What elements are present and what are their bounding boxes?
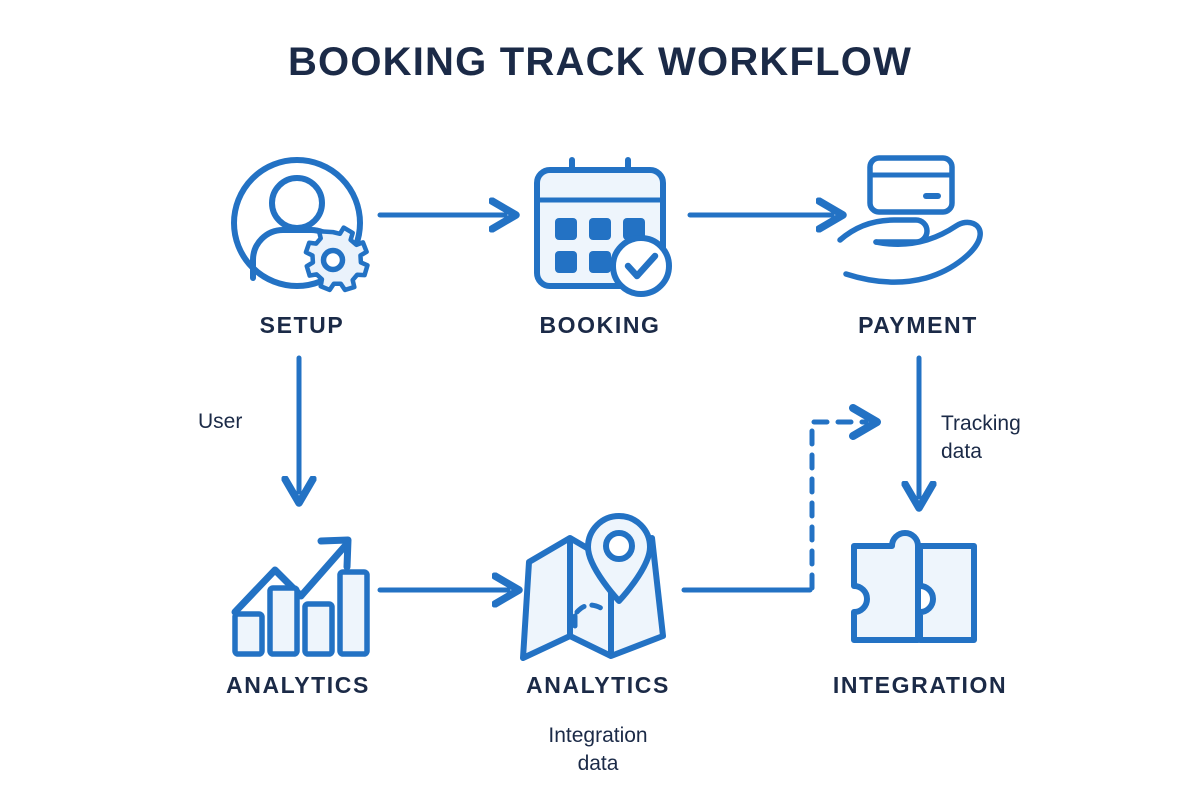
- node-label-integration: INTEGRATION: [832, 672, 1008, 698]
- edge-label-tracking-data-line2: data: [941, 440, 982, 464]
- caption-integration-data-line1: Integration: [548, 724, 648, 747]
- page-title: BOOKING TRACK WORKFLOW: [287, 40, 913, 84]
- edge-label-tracking-data: Tracking data: [941, 410, 1021, 467]
- puzzle-pieces-icon: [800, 508, 1040, 668]
- node-analytics[interactable]: ANALYTICS: [178, 508, 418, 699]
- edge-label-user: User: [198, 410, 243, 433]
- node-analytics-map[interactable]: ANALYTICS: [478, 508, 718, 699]
- node-booking[interactable]: BOOKING: [480, 148, 720, 339]
- edge-label-tracking-data-line1: Tracking: [941, 412, 1021, 435]
- calendar-check-icon: [480, 148, 720, 308]
- node-label-setup: SETUP: [259, 312, 345, 338]
- caption-integration-data: Integration data: [478, 722, 718, 779]
- node-payment[interactable]: PAYMENT: [798, 148, 1038, 339]
- node-label-booking: BOOKING: [539, 312, 661, 338]
- caption-integration-data-line2: data: [577, 752, 619, 776]
- map-pin-icon: [478, 508, 718, 668]
- user-gear-icon: [182, 148, 422, 308]
- node-label-analytics-map: ANALYTICS: [526, 672, 670, 698]
- node-label-analytics: ANALYTICS: [226, 672, 370, 698]
- card-hand-icon: [798, 148, 1038, 308]
- node-setup[interactable]: SETUP: [182, 148, 422, 339]
- node-label-payment: PAYMENT: [858, 312, 978, 338]
- bar-chart-arrow-icon: [178, 508, 418, 668]
- node-integration[interactable]: INTEGRATION: [800, 508, 1040, 699]
